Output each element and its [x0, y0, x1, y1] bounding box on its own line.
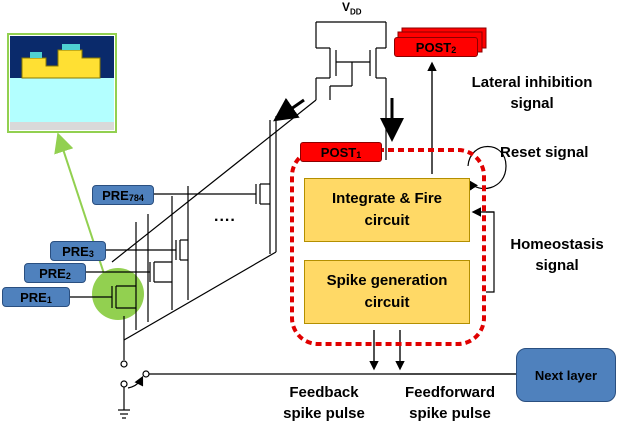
feedback-spike-pulse-label: Feedback spike pulse — [283, 384, 365, 422]
integrate-fire-circuit: Integrate & Fire circuit — [304, 178, 470, 242]
vdd-label: VDD — [342, 0, 362, 17]
more-inputs-ellipsis: .... — [214, 208, 236, 225]
highlighted-synapse — [92, 268, 144, 320]
reset-signal-label: Reset signal — [500, 144, 589, 161]
homeostasis-signal-label: Homeostasis signal — [510, 236, 604, 274]
device-cross-section-inset — [7, 33, 117, 133]
next-layer-box: Next layer — [516, 348, 616, 402]
feedforward-spike-pulse-label: Feedforward spike pulse — [404, 384, 495, 422]
neuron-circuit-boundary — [290, 148, 486, 346]
lateral-inhibition-label: Lateral inhibition signal — [471, 74, 593, 112]
spike-generation-circuit: Spike generation circuit — [304, 260, 470, 324]
